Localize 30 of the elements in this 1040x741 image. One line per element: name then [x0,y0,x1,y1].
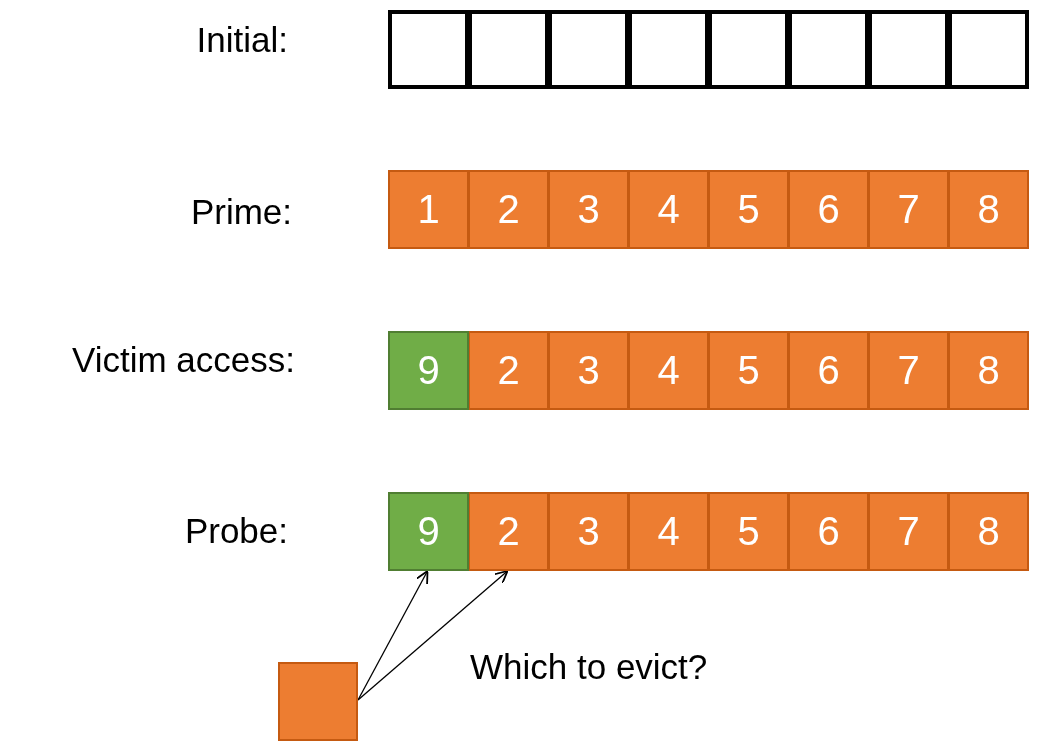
cache-line-cell: 9 [388,492,469,571]
cache-line-cell: 4 [628,170,709,249]
cache-line-cell: 4 [628,331,709,410]
cache-line-cell: 7 [868,331,949,410]
cache-line-cell: 9 [388,331,469,410]
cache-line-cell: 6 [788,331,869,410]
row-label: Initial: [196,20,288,60]
cache-line-cell: 3 [548,170,629,249]
cache-line-cell: 5 [708,331,789,410]
arrow [357,570,509,701]
cache-line-cell: 7 [868,170,949,249]
question-text: Which to evict? [470,647,708,687]
cache-line-cell: 3 [548,331,629,410]
cache-line-cell: 1 [388,170,469,249]
cache-line-cell: 2 [468,331,549,410]
cache-line-cell: 8 [948,331,1029,410]
cache-line-cell: 2 [468,492,549,571]
cache-line-cell: 4 [628,492,709,571]
row-label: Prime: [190,192,292,232]
cache-line-cell: 8 [948,492,1029,571]
row-label: Victim access: [71,340,295,380]
cache-line-cell: 2 [468,170,549,249]
row-label: Probe: [184,511,288,551]
cache-line-cell: 3 [548,492,629,571]
cache-line-cell: 8 [948,170,1029,249]
cache-line-cell: 6 [788,170,869,249]
cache-line-cell: 5 [708,170,789,249]
cache-line-cell: 7 [868,492,949,571]
cache-line-cell: 6 [788,492,869,571]
cache-line-cell: 5 [708,492,789,571]
